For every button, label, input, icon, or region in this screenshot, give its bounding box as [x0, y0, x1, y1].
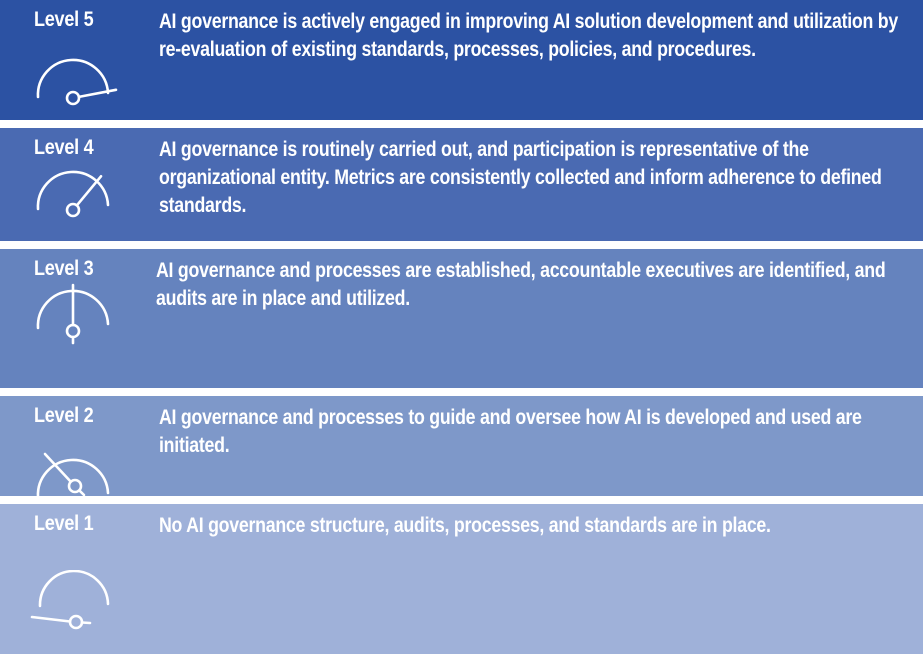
level-description: No AI governance structure, audits, proc… — [159, 514, 771, 537]
level-description: AI governance and processes to guide and… — [159, 406, 862, 457]
level-description: AI governance is routinely carried out, … — [159, 138, 882, 217]
gauge-max-icon — [28, 56, 120, 120]
gauge-low-icon — [28, 436, 120, 500]
level-description: AI governance is actively engaged in imp… — [159, 10, 898, 61]
level-5-row: Level 5 AI governance is actively engage… — [0, 0, 923, 120]
level-4-row: Level 4 AI governance is routinely carri… — [0, 128, 923, 241]
gauge-min-icon — [28, 570, 120, 634]
level-label: Level 4 — [34, 136, 94, 159]
level-1-row: Level 1 No AI governance structure, audi… — [0, 504, 923, 654]
level-label: Level 1 — [34, 512, 94, 535]
gauge-high-icon — [28, 168, 120, 232]
level-label: Level 3 — [34, 257, 94, 280]
gauge-mid-icon — [28, 283, 120, 347]
level-description: AI governance and processes are establis… — [156, 259, 886, 310]
level-3-row: Level 3 AI governance and processes are … — [0, 249, 923, 388]
level-label: Level 5 — [34, 8, 94, 31]
level-label: Level 2 — [34, 404, 94, 427]
level-2-row: Level 2 AI governance and processes to g… — [0, 396, 923, 499]
